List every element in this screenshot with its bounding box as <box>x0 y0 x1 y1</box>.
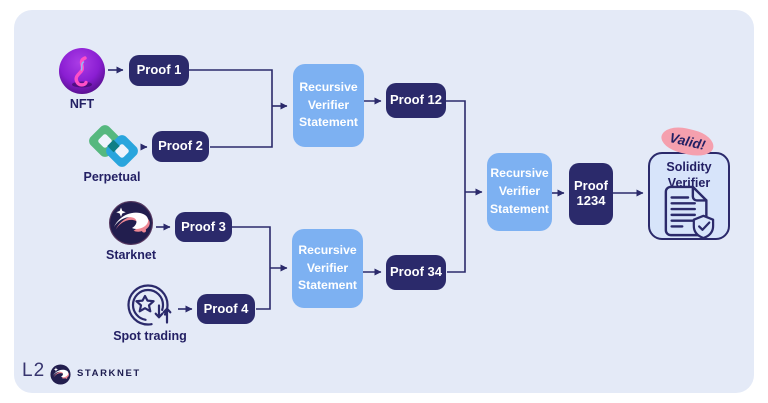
document-shield-check-icon <box>661 184 717 238</box>
recursive-verifier-2: Recursive Verifier Statement <box>292 229 363 308</box>
starknet-brand-label: STARKNET <box>77 368 141 379</box>
proof-3-node: Proof 3 <box>175 212 232 242</box>
recursive-verifier-1: Recursive Verifier Statement <box>293 64 364 147</box>
starknet-logo-icon <box>50 364 71 385</box>
starknet-icon <box>108 200 154 246</box>
layer-2-label: L2 <box>22 360 46 381</box>
spot-trading-icon <box>126 281 176 331</box>
perpetual-icon <box>84 123 142 172</box>
recursive-verifier-3: Recursive Verifier Statement <box>487 153 552 231</box>
starknet-label: Starknet <box>105 248 157 262</box>
proof-34-node: Proof 34 <box>386 255 446 290</box>
proof-12-node: Proof 12 <box>386 83 446 118</box>
perpetual-label: Perpetual <box>83 170 141 184</box>
proof-2-node: Proof 2 <box>152 131 209 162</box>
proof-1234-node: Proof 1234 <box>569 163 613 225</box>
nft-icon <box>58 47 106 95</box>
proof-1-node: Proof 1 <box>129 55 189 86</box>
proof-4-node: Proof 4 <box>197 294 255 324</box>
spot-trading-label: Spot trading <box>113 329 187 343</box>
solidity-verifier-box: Solidity Verifier <box>648 152 730 240</box>
nft-label: NFT <box>69 97 95 111</box>
